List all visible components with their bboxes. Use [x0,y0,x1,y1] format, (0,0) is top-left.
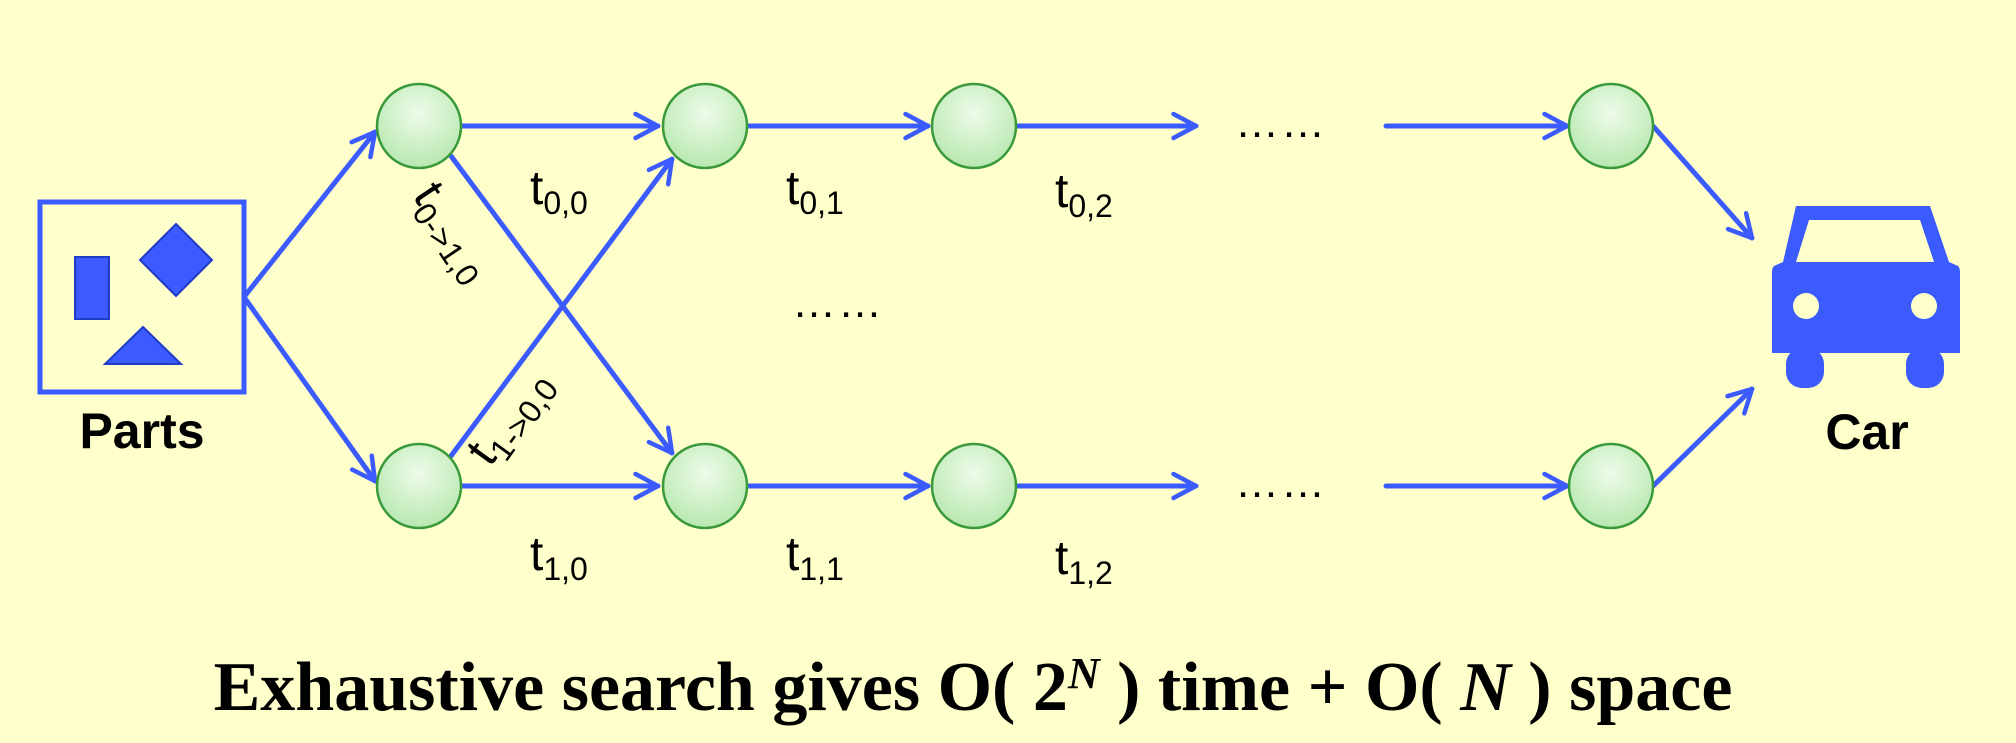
nodes [375,82,1655,530]
node-line1-station1 [661,442,749,530]
ellipsis-bottom: …… [1235,458,1327,507]
edge-b0-to-a1 [448,156,675,459]
node-line1-station0 [375,442,463,530]
edges [241,111,1755,501]
ellipsis-middle: …… [792,278,884,327]
edge-an-to-car [1650,123,1755,241]
label-t02: t0,2 [1055,165,1113,224]
label-t0-to-1: t0->1,0 [398,173,506,293]
ellipsis-top: …… [1235,98,1327,147]
node-line0-station0 [375,82,463,170]
node-line0-station-n [1567,82,1655,170]
edge-parts-to-a0 [241,129,378,300]
car-icon [1772,206,1960,388]
label-t00: t0,0 [530,162,588,221]
label-t12: t1,2 [1055,532,1113,591]
node-line0-station2 [930,82,1018,170]
node-line0-station1 [661,82,749,170]
node-line1-station-n [1567,442,1655,530]
caption: Exhaustive search gives O( 2N ) time + O… [214,649,1733,726]
car-label: Car [1825,404,1908,460]
parts-shapes-icon [74,222,214,365]
edge-parts-to-b0 [241,294,378,484]
parts-box [37,199,247,395]
node-line1-station2 [930,442,1018,530]
edge-bn-to-car [1650,386,1755,489]
parts-label: Parts [79,403,204,459]
label-t01: t0,1 [786,162,844,221]
label-t11: t1,1 [786,528,844,587]
label-t10: t1,0 [530,528,588,587]
